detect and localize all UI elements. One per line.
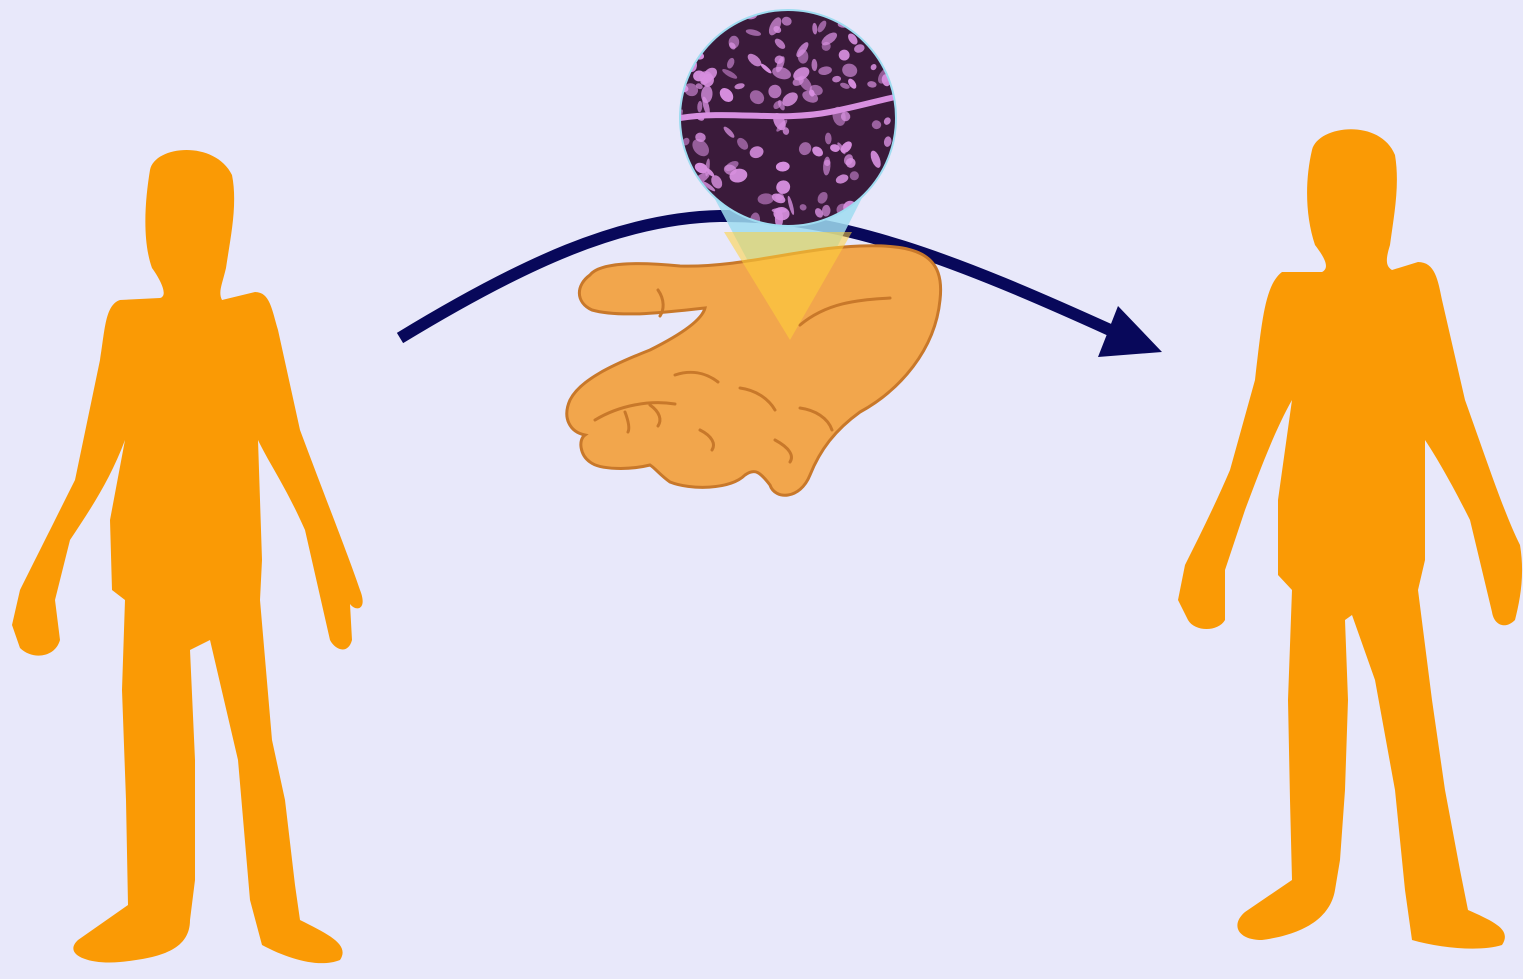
diagram-canvas xyxy=(0,0,1523,979)
transmission-diagram xyxy=(0,0,1523,979)
